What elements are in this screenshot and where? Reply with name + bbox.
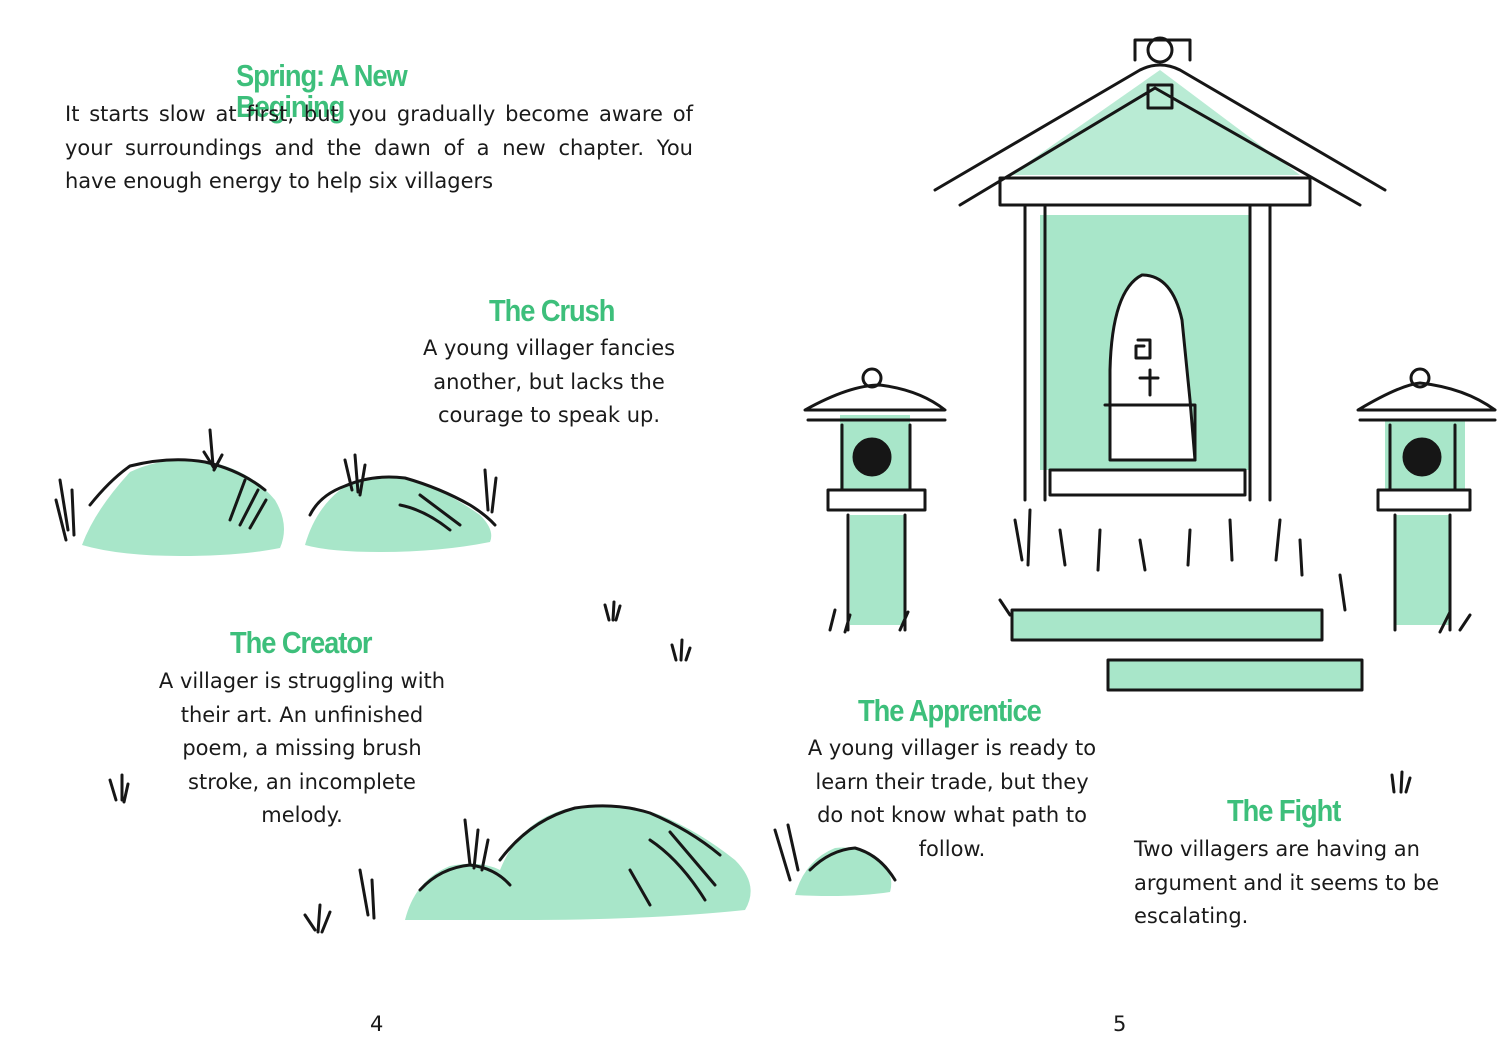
body-line: learn their trade, but they xyxy=(815,769,1089,794)
body-line: courage to speak up. xyxy=(437,403,661,427)
body-line: A young villager is ready to xyxy=(807,736,1097,760)
body-line: their art. An unfinished xyxy=(180,702,424,727)
section-title-apprentice: The Apprentice xyxy=(858,693,1042,728)
body-line: do not know what path to xyxy=(817,803,1087,827)
mossy-rocks-lower-illustration xyxy=(108,600,1412,934)
body-line: stroke, an incomplete xyxy=(188,769,416,794)
body-line: poem, a missing brush xyxy=(182,736,422,760)
mossy-rocks-upper-left-illustration xyxy=(54,428,498,556)
section-title-fight: The Fight xyxy=(1227,793,1341,828)
section-body-spring: It starts slow at first, but you gradual… xyxy=(65,102,693,193)
section-body-creator: A villager is struggling with their art.… xyxy=(143,665,461,833)
section-title-spring: Spring: A New Begining xyxy=(236,58,408,124)
section-body-crush: A young villager fancies another, but la… xyxy=(398,332,700,433)
body-line: follow. xyxy=(918,836,986,861)
body-line: Two villagers are having an xyxy=(1134,837,1420,861)
stone-lantern-left-illustration xyxy=(803,367,947,634)
stone-lantern-right-illustration xyxy=(1356,367,1497,634)
body-line: argument and it seems to be xyxy=(1134,870,1440,895)
section-title-crush: The Crush xyxy=(489,293,615,328)
body-line: melody. xyxy=(261,803,343,827)
body-line: A young villager fancies xyxy=(422,336,676,360)
body-line: A villager is struggling with xyxy=(158,669,446,693)
section-title-creator: The Creator xyxy=(230,625,373,660)
stone-shrine-illustration xyxy=(933,36,1387,692)
body-line: escalating. xyxy=(1134,904,1249,928)
page-number-right: 5 xyxy=(1113,1012,1127,1036)
body-line: another, but lacks the xyxy=(433,369,665,394)
section-body-fight: Two villagers are having an argument and… xyxy=(1134,833,1464,934)
section-body-apprentice: A young villager is ready to learn their… xyxy=(790,732,1114,866)
page-number-left: 4 xyxy=(370,1012,384,1036)
